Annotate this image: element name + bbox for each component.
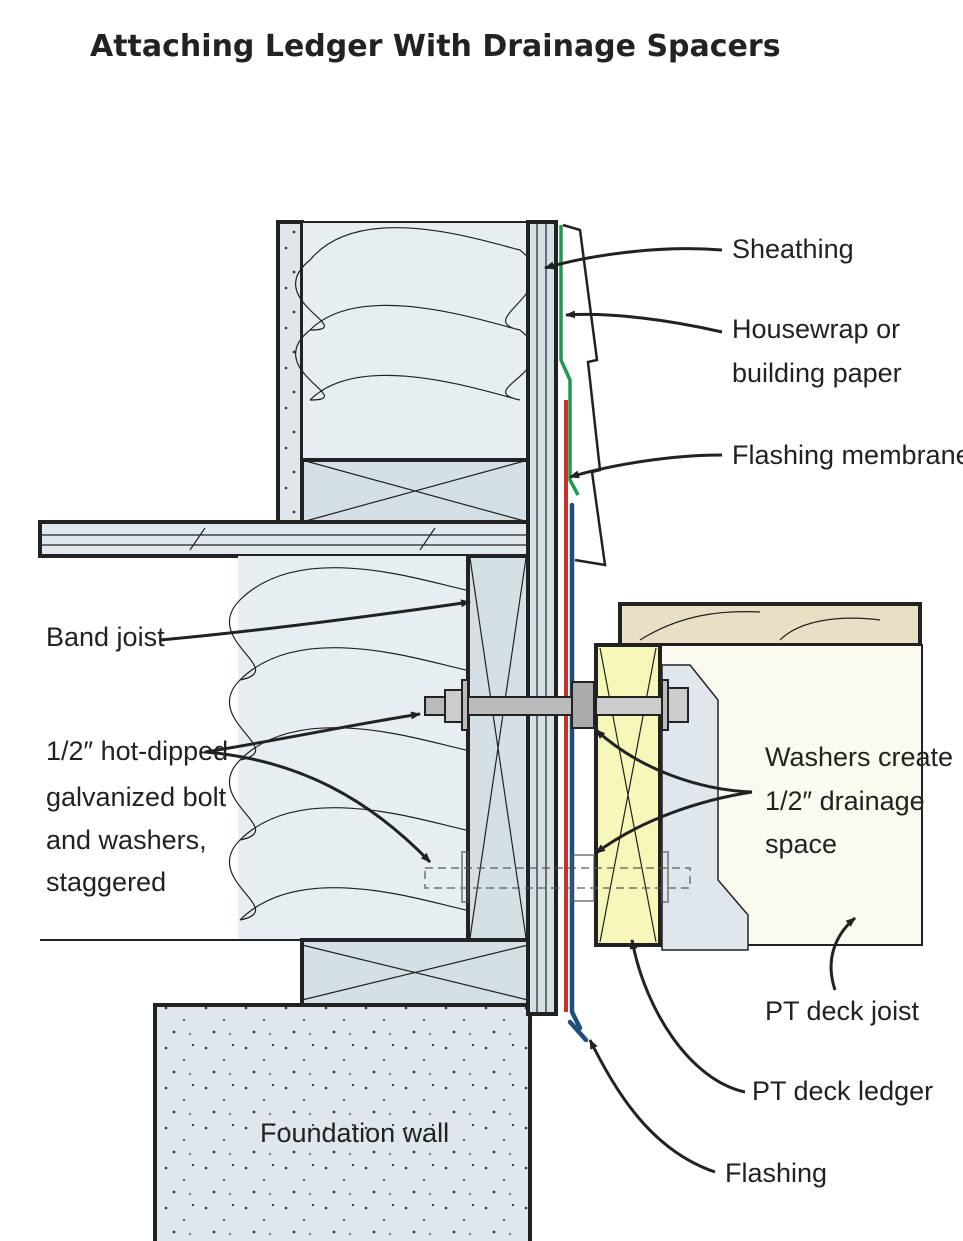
flashing: [567, 502, 589, 1043]
label-bolt-4: staggered: [46, 867, 166, 897]
label-pt-deck-joist: PT deck joist: [765, 996, 920, 1026]
subfloor: [38, 520, 532, 558]
label-pt-deck-ledger: PT deck ledger: [752, 1076, 933, 1106]
upper-wall: [276, 220, 535, 524]
label-bolt-2: galvanized bolt: [46, 782, 227, 812]
label-bolt-3: and washers,: [46, 825, 207, 855]
deck-board: [618, 602, 922, 647]
label-flashing: Flashing: [725, 1158, 827, 1188]
label-band-joist: Band joist: [46, 622, 165, 652]
label-washers-3: space: [765, 829, 837, 859]
housewrap: [559, 225, 580, 496]
label-bolt-1: 1/2″ hot-dipped: [46, 736, 228, 766]
label-washers-2: 1/2″ drainage: [765, 786, 925, 816]
label-foundation-wall: Foundation wall: [260, 1118, 449, 1148]
floor-insulation: [228, 556, 468, 940]
label-washers-1: Washers create: [765, 742, 953, 772]
staggered-bolt: [424, 851, 691, 903]
pt-deck-ledger: [594, 643, 662, 947]
label-housewrap-2: building paper: [732, 358, 902, 388]
diagram-title: Attaching Ledger With Drainage Spacers: [90, 29, 781, 64]
label-flashing-membrane: Flashing membrane: [732, 440, 963, 470]
bolt: [424, 679, 689, 731]
joist-hanger: [661, 664, 749, 951]
leader-arrows: [159, 247, 856, 1174]
label-sheathing: Sheathing: [732, 234, 854, 264]
foundation-wall: [153, 1003, 532, 1241]
sheathing: [526, 220, 558, 1016]
label-housewrap: Housewrap or: [732, 314, 900, 344]
siding: [562, 223, 607, 567]
